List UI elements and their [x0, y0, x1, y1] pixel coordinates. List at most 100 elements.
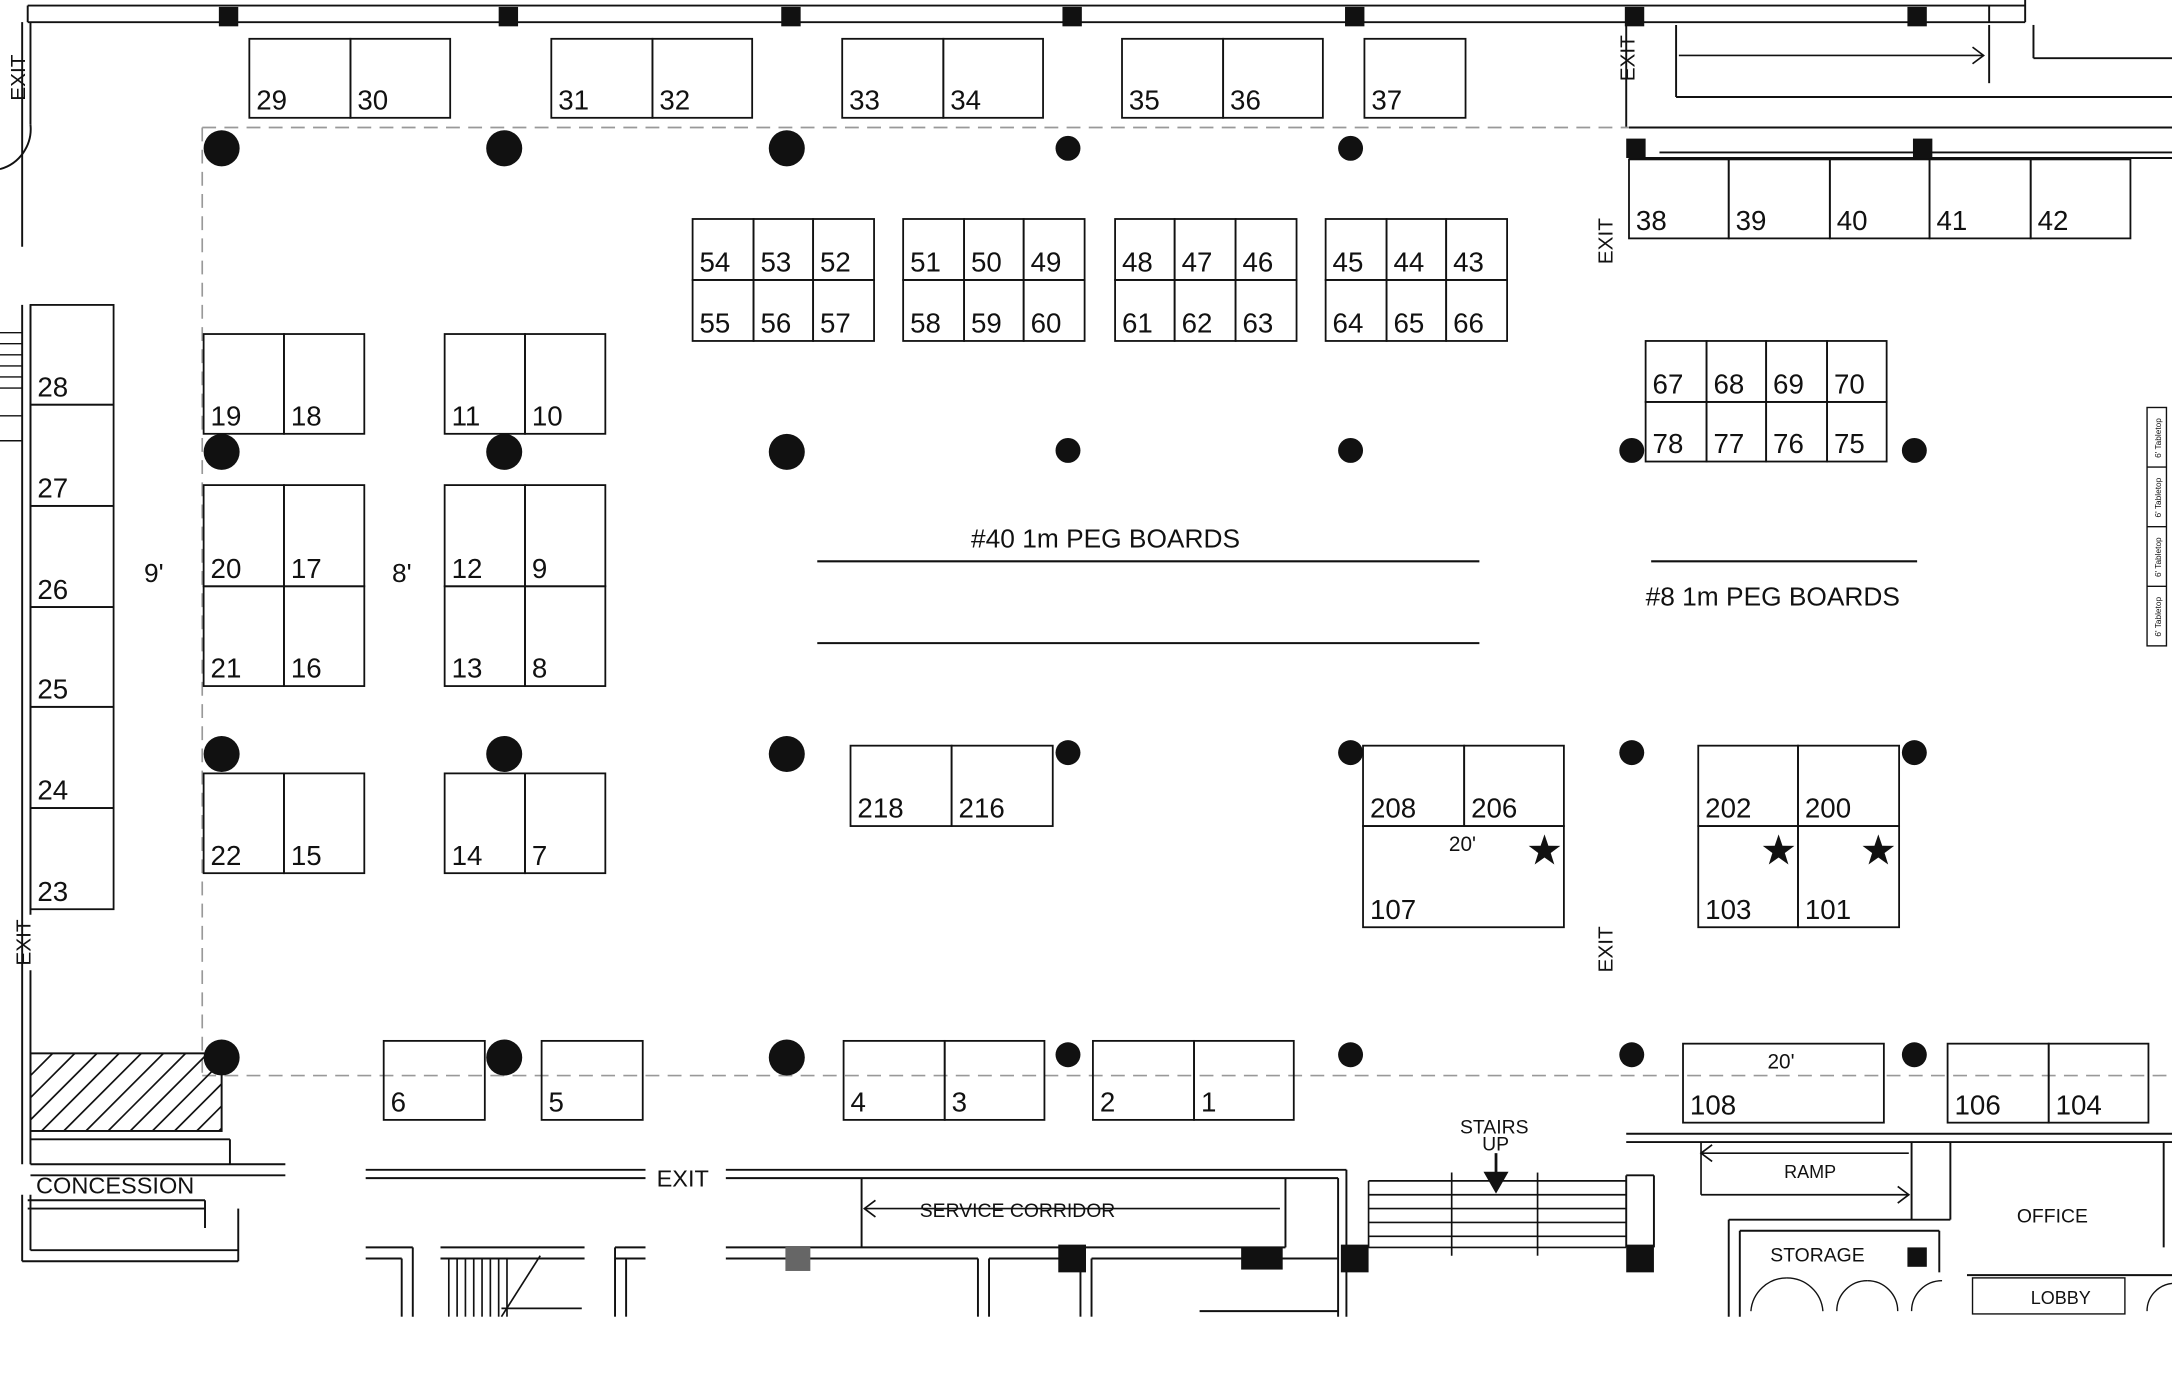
booth-number: 108 — [1690, 1089, 1736, 1120]
booth-number: 47 — [1182, 247, 1213, 278]
booth-23 — [29, 807, 115, 911]
booth-number: 103 — [1705, 894, 1751, 925]
peg-boards-right: #8 1m PEG BOARDS — [1646, 582, 1900, 612]
booth-size-note: 20' — [1449, 833, 1476, 856]
booth-number: 63 — [1243, 308, 1274, 339]
booth-37 — [1363, 37, 1467, 119]
booth-number: 9 — [532, 553, 547, 584]
booth-number: 64 — [1333, 308, 1364, 339]
booth-42 — [2029, 158, 2132, 240]
featured-markers — [1528, 834, 1895, 865]
booth-number: 38 — [1636, 205, 1667, 236]
column-marker — [1055, 740, 1081, 766]
booth-number: 59 — [971, 308, 1002, 339]
column-marker — [203, 735, 240, 773]
booth-number: 14 — [452, 840, 483, 871]
column-marker — [203, 130, 240, 167]
service-corridor-label: SERVICE CORRIDOR — [920, 1200, 1116, 1222]
booth-number: 43 — [1453, 247, 1484, 278]
column-marker — [781, 6, 801, 27]
booth-8 — [524, 585, 607, 687]
booth-18 — [283, 333, 366, 435]
booth-number: 19 — [211, 400, 242, 431]
booth-number: 44 — [1394, 247, 1425, 278]
column-marker — [1058, 1244, 1086, 1273]
booth-number: 1 — [1201, 1087, 1216, 1118]
column-marker — [1619, 437, 1645, 463]
column-marker — [498, 6, 519, 27]
column-marker — [1345, 6, 1365, 27]
booth-number: 48 — [1122, 247, 1153, 278]
booth-number: 37 — [1371, 84, 1402, 115]
booth-107 — [1362, 825, 1565, 929]
booth-number: 51 — [910, 247, 941, 278]
column-marker — [1055, 1042, 1081, 1068]
concession-hatching — [29, 1052, 223, 1132]
exit-label: EXIT — [1594, 926, 1617, 972]
booth-number: 28 — [37, 371, 68, 402]
aisle-width-middle: 8' — [392, 558, 412, 588]
booth-number: 15 — [291, 840, 322, 871]
column-marker — [486, 130, 523, 167]
stairs — [447, 1153, 1627, 1318]
booth-36 — [1222, 37, 1324, 119]
star-icon — [1762, 834, 1795, 865]
column-markers — [203, 6, 1933, 1273]
booth-1 — [1193, 1039, 1295, 1121]
walls — [0, 0, 2172, 1317]
booth-number: 12 — [452, 553, 483, 584]
booth-number: 2 — [1100, 1087, 1115, 1118]
column-marker — [768, 130, 805, 167]
booth-16 — [283, 585, 366, 687]
column-marker — [1055, 437, 1081, 463]
column-marker — [486, 1039, 523, 1076]
column-marker — [1912, 138, 1933, 159]
concession-label: CONCESSION — [36, 1172, 194, 1198]
booth-number: 20 — [211, 553, 242, 584]
booth-number: 42 — [2038, 205, 2069, 236]
peg-boards-main: #40 1m PEG BOARDS — [971, 523, 1240, 553]
tabletop-label: 6' Tabletop — [2153, 477, 2163, 517]
star-icon — [1862, 834, 1895, 865]
booth-number: 49 — [1031, 247, 1062, 278]
exit-label: EXIT — [1617, 35, 1640, 81]
booth-32 — [651, 37, 754, 119]
column-marker — [1338, 135, 1364, 161]
aisle-width-left: 9' — [144, 558, 164, 588]
booth-number: 53 — [760, 247, 791, 278]
booth-number: 25 — [37, 674, 68, 705]
booth-number: 57 — [820, 308, 851, 339]
booth-number: 107 — [1370, 894, 1416, 925]
column-marker — [203, 1039, 240, 1076]
booth-number: 69 — [1773, 369, 1804, 400]
booth-number: 4 — [851, 1087, 866, 1118]
booth-75 — [1826, 401, 1888, 463]
booth-number: 52 — [820, 247, 851, 278]
booth-number: 23 — [37, 876, 68, 907]
booth-number: 202 — [1705, 793, 1751, 824]
booth-number: 24 — [37, 775, 68, 806]
tabletop-label: 6' Tabletop — [2153, 418, 2163, 458]
exit-label: EXIT — [657, 1165, 709, 1191]
booth-34 — [942, 37, 1044, 119]
column-marker — [1907, 6, 1927, 27]
column-marker — [1062, 6, 1082, 27]
exit-label: EXIT — [1594, 218, 1617, 264]
booth-number: 35 — [1129, 84, 1160, 115]
booth-number: 66 — [1453, 308, 1484, 339]
hall-boundary — [201, 126, 2172, 1077]
lobby-label: LOBBY — [2031, 1288, 2091, 1308]
booth-number: 218 — [857, 793, 903, 824]
stairs-label: STAIRS — [1460, 1117, 1529, 1139]
booth-number: 18 — [291, 400, 322, 431]
column-marker — [218, 6, 239, 27]
booth-number: 21 — [211, 653, 242, 684]
booth-7 — [524, 772, 607, 875]
booth-number: 26 — [37, 574, 68, 605]
booth-number: 60 — [1031, 308, 1062, 339]
booth-108 — [1682, 1042, 1885, 1124]
booth-number: 34 — [950, 84, 981, 115]
booth-number: 27 — [37, 473, 68, 504]
booth-101 — [1797, 825, 1901, 929]
booth-number: 101 — [1805, 894, 1851, 925]
